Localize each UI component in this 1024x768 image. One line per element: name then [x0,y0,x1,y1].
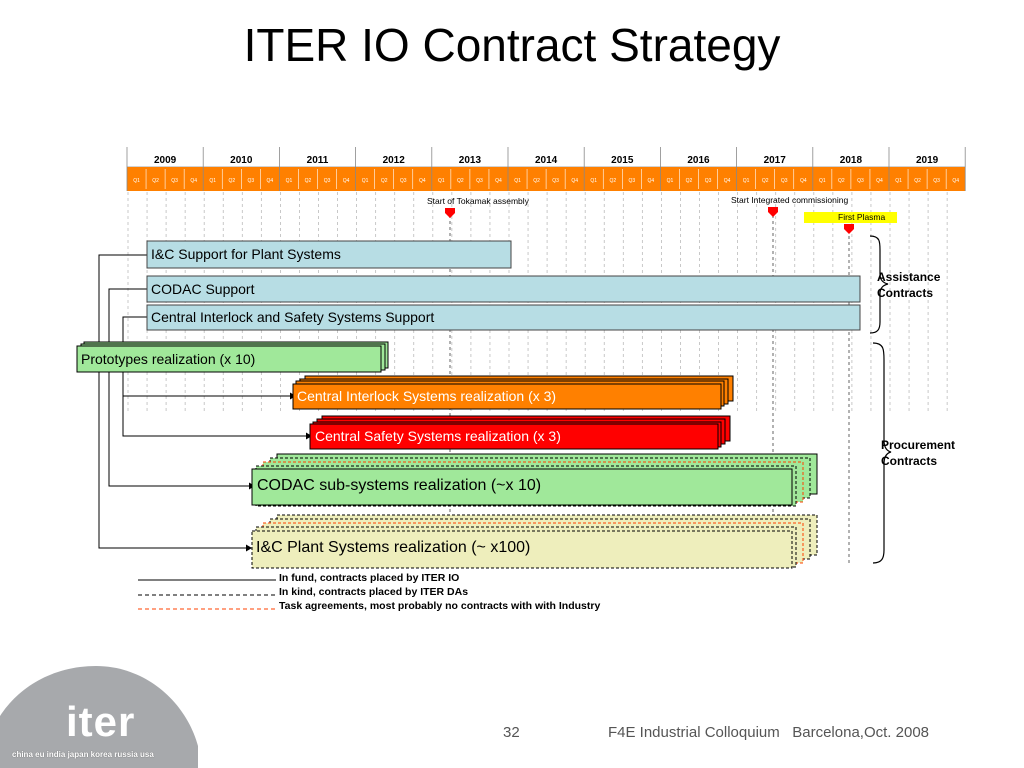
codac-support-label: CODAC Support [151,281,255,297]
interlock-bar [292,383,722,410]
quarter-label: Q3 [400,178,407,184]
first-plasma-label-box [804,212,897,223]
quarter-label: Q1 [209,178,216,184]
quarter-label: Q2 [305,178,312,184]
procurement-contracts-label: Procurement Contracts [881,438,956,468]
quarter-label: Q2 [762,178,769,184]
ic-support-label: I&C Support for Plant Systems [151,246,341,262]
prototypes-bar [76,345,382,373]
quarter-label: Q2 [152,178,159,184]
codac-sub-bar [251,468,793,506]
connector-lines [98,254,306,549]
interlock-real-label: Central Interlock Systems realization (x… [297,388,557,404]
quarter-label: Q4 [952,178,959,184]
interlock-support-label: Central Interlock and Safety Systems Sup… [151,309,435,325]
year-label: 2009 [154,155,177,166]
page-number: 32 [503,724,520,741]
year-label: 2014 [535,155,558,166]
quarter-label: Q2 [609,178,616,184]
quarter-label: Q4 [876,178,883,184]
quarter-label: Q1 [286,178,293,184]
quarter-label: Q4 [343,178,350,184]
quarter-label: Q3 [324,178,331,184]
codac-sub-stack [251,453,818,507]
quarter-label: Q2 [838,178,845,184]
year-label: 2015 [611,155,634,166]
prototypes-label: Prototypes realization (x 10) [81,351,256,367]
quarter-label: Q1 [590,178,597,184]
quarter-label: Q3 [781,178,788,184]
iter-members-text: china eu india japan korea russia usa [12,750,154,759]
safety-stack [309,415,731,450]
year-label: 2018 [840,155,863,166]
iter-logo-text: iter [66,698,136,745]
legend-task: Task agreements, most probably no contra… [279,600,601,612]
year-label: 2012 [383,155,406,166]
procurement-brace [872,342,892,564]
quarter-label: Q1 [743,178,750,184]
year-label: 2019 [916,155,939,166]
quarter-label: Q1 [438,178,445,184]
ic-support-bar [146,240,512,269]
quarter-label: Q2 [686,178,693,184]
quarter-label: Q3 [552,178,559,184]
quarter-label: Q2 [381,178,388,184]
first-plasma-marker-icon [844,224,854,234]
ic-plant-bar [251,530,793,569]
quarter-label: Q4 [495,178,502,184]
codac-sub-label: CODAC sub-systems realization (~x 10) [257,477,542,494]
year-label: 2011 [307,155,329,166]
quarter-label: Q4 [724,178,731,184]
quarter-label: Q4 [648,178,655,184]
quarter-label: Q4 [190,178,197,184]
quarter-label: Q3 [857,178,864,184]
footer-event: F4E Industrial Colloquium Barcelona,Oct.… [608,724,929,741]
quarter-label: Q2 [228,178,235,184]
quarter-label: Q2 [533,178,540,184]
year-label: 2017 [764,155,787,166]
quarter-label: Q3 [705,178,712,184]
interlock-support-bar [146,304,861,331]
commissioning-marker-icon [768,207,778,217]
year-label: 2010 [230,155,253,166]
quarter-label: Q3 [247,178,254,184]
legend-in-fund: In fund, contracts placed by ITER IO [279,572,460,584]
year-label: 2016 [687,155,710,166]
ic-plant-label: I&C Plant Systems realization (~ x100) [256,539,531,556]
safety-real-label: Central Safety Systems realization (x 3) [315,428,561,444]
quarter-label: Q3 [933,178,940,184]
interlock-stack [292,375,734,410]
quarter-label: Q4 [267,178,274,184]
quarter-label: Q4 [800,178,807,184]
commissioning-milestone-label: Start Integrated commissioning [731,195,849,205]
quarter-label: Q1 [895,178,902,184]
quarter-label: Q1 [819,178,826,184]
quarter-label: Q1 [133,178,140,184]
ic-plant-stack [251,514,818,569]
assistance-contracts-label: Assistance Contracts [877,270,941,300]
assistance-brace [869,235,889,334]
quarter-label: Q3 [476,178,483,184]
legend-in-kind: In kind, contracts placed by ITER DAs [279,586,469,598]
first-plasma-milestone-label: First Plasma [838,212,886,222]
page-title: ITER IO Contract Strategy [243,19,781,71]
quarter-label: Q2 [914,178,921,184]
quarter-label: Q1 [514,178,521,184]
quarter-label: Q3 [628,178,635,184]
tokamak-marker-icon [445,208,455,218]
iter-logo-icon [0,666,198,768]
quarter-label: Q2 [457,178,464,184]
quarter-label: Q3 [171,178,178,184]
quarter-label: Q4 [571,178,578,184]
year-label: 2013 [459,155,482,166]
safety-bar [309,423,719,450]
quarter-label: Q4 [419,178,426,184]
quarter-label: Q1 [362,178,369,184]
codac-support-bar [146,275,861,303]
quarter-label: Q1 [667,178,674,184]
prototypes-stack [76,341,389,373]
tokamak-milestone-label: Start of Tokamak assembly [427,196,529,206]
